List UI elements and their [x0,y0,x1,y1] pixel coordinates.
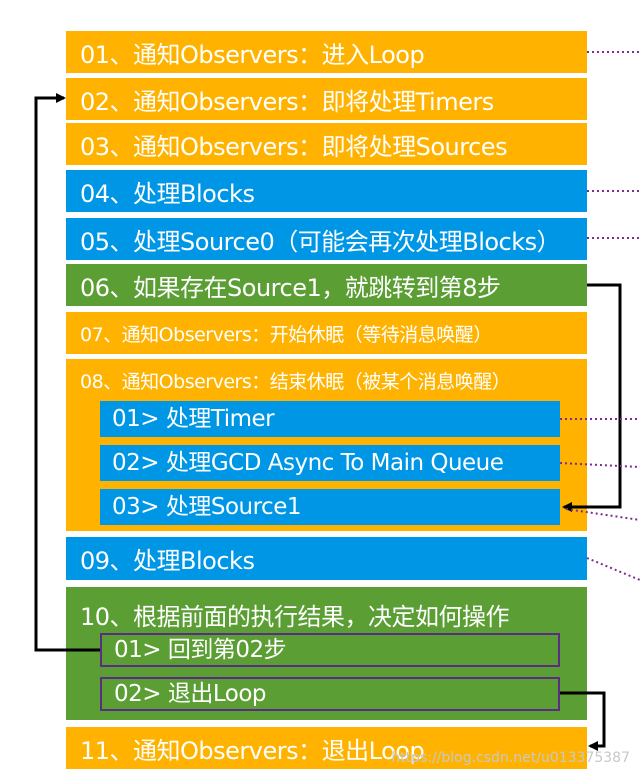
step-11-label: 11、通知Observers：退出Loop [80,736,425,765]
step-05-label: 05、处理Source0（可能会再次处理Blocks） [80,227,561,256]
watermark: https://blog.csdn.net/u013375387 [391,750,630,766]
step-02: 02、通知Observers：即将处理Timers [66,78,587,120]
substep-label: 02> 退出Loop [114,680,267,707]
step-10-label: 10、根据前面的执行结果，决定如何操作 [80,603,510,631]
step-08-substep-01: 01> 处理Timer [100,401,560,437]
step-10-substep-01: 01> 回到第02步 [100,633,560,667]
substep-label: 03> 处理Source1 [112,493,301,520]
step-11: 11、通知Observers：退出Loop [66,727,587,769]
step-08-substep-03: 03> 处理Source1 [100,489,560,525]
jump-to-step8-arrow [562,283,622,512]
dotted-connector [559,462,640,468]
loop-back-arrow [34,93,100,652]
substep-label: 01> 回到第02步 [114,636,287,663]
step-09-label: 09、处理Blocks [80,547,255,575]
step-07: 07、通知Observers：开始休眠（等待消息唤醒） [66,312,587,354]
step-09: 09、处理Blocks [66,537,587,580]
step-01-label: 01、通知Observers：进入Loop [80,40,425,69]
step-10-substep-02: 02> 退出Loop [100,677,560,711]
step-06-label: 06、如果存在Source1，就跳转到第8步 [80,273,501,302]
step-03: 03、通知Observers：即将处理Sources [66,123,587,165]
step-05: 05、处理Source0（可能会再次处理Blocks） [66,218,587,260]
dotted-connector [565,508,640,521]
dotted-connector [586,557,640,581]
substep-label: 02> 处理GCD Async To Main Queue [112,449,504,476]
step-04-label: 04、处理Blocks [80,179,255,208]
step-07-label: 07、通知Observers：开始休眠（等待消息唤醒） [80,323,492,346]
exit-loop-arrow [560,691,606,751]
step-01: 01、通知Observers：进入Loop [66,31,587,73]
step-06: 06、如果存在Source1，就跳转到第8步 [66,264,587,306]
step-08-label: 08、通知Observers：结束休眠（被某个消息唤醒） [80,371,511,393]
step-08-substep-02: 02> 处理GCD Async To Main Queue [100,445,560,481]
step-02-label: 02、通知Observers：即将处理Timers [80,87,494,116]
substep-label: 01> 处理Timer [112,405,275,432]
step-04: 04、处理Blocks [66,170,587,212]
step-03-label: 03、通知Observers：即将处理Sources [80,132,508,161]
